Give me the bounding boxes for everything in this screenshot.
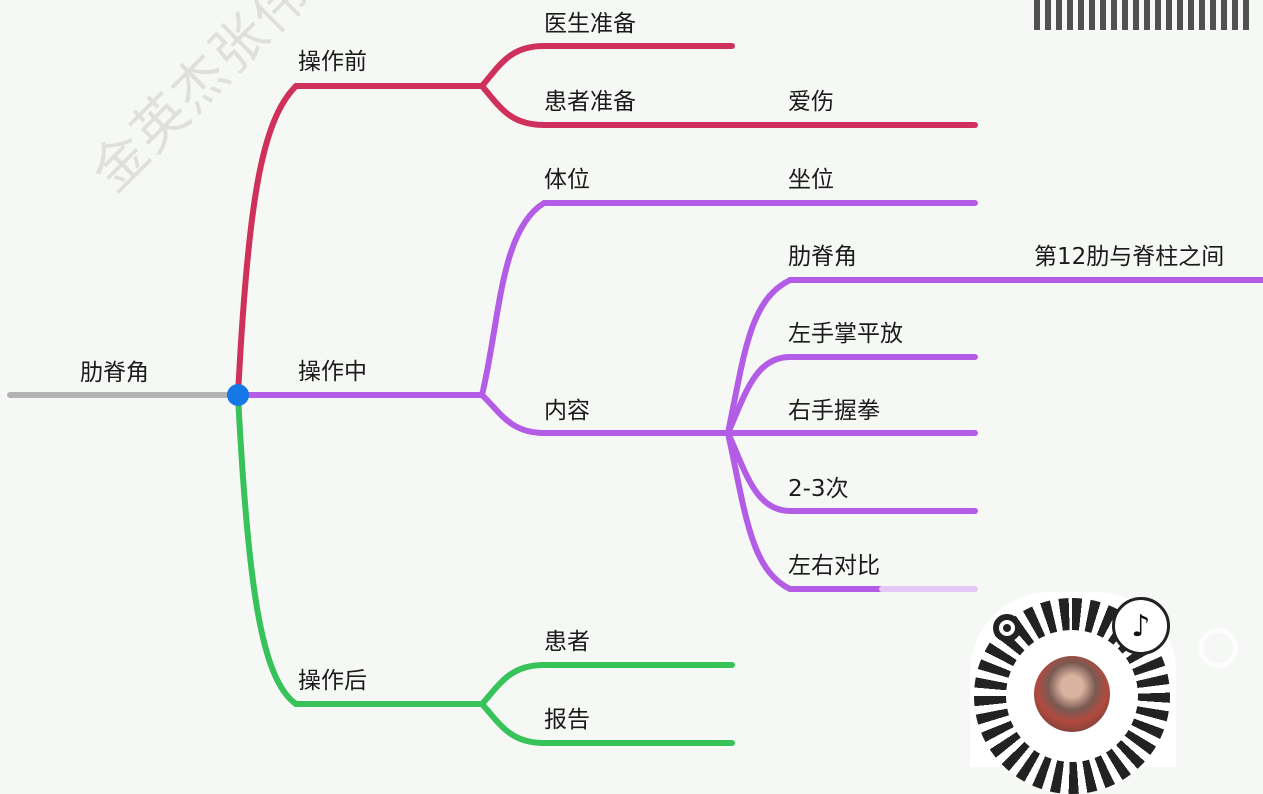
node-care[interactable]: 爱伤 (788, 89, 834, 115)
tiktok-logo-icon: ♪ (1112, 597, 1170, 655)
node-costovertebral-angle[interactable]: 肋脊角 (788, 244, 857, 270)
mind-map-canvas (7, 43, 1263, 746)
root-label[interactable]: 肋脊角 (80, 360, 149, 386)
branch-after (235, 392, 735, 746)
avatar (1034, 656, 1110, 732)
node-sitting[interactable]: 坐位 (788, 167, 834, 193)
node-patient-prep[interactable]: 患者准备 (544, 89, 636, 115)
node-compare[interactable]: 左右对比 (788, 553, 880, 579)
node-patient[interactable]: 患者 (544, 629, 590, 655)
qr-code-icon (1034, 0, 1249, 30)
branch-after-label[interactable]: 操作后 (298, 668, 367, 694)
branch-before (235, 43, 978, 398)
node-doctor-prep[interactable]: 医生准备 (544, 11, 636, 37)
branch-during-label[interactable]: 操作中 (298, 359, 367, 385)
branch-before-label[interactable]: 操作前 (298, 49, 367, 75)
root-junction-dot (227, 384, 249, 406)
branch-during (235, 200, 1263, 592)
node-position[interactable]: 体位 (544, 167, 590, 193)
node-report[interactable]: 报告 (544, 707, 590, 733)
node-left-palm[interactable]: 左手掌平放 (788, 321, 903, 347)
node-right-fist[interactable]: 右手握拳 (788, 398, 880, 424)
node-content[interactable]: 内容 (544, 398, 590, 424)
qr-finder-icon (993, 614, 1021, 642)
node-between-rib-spine[interactable]: 第12肋与脊柱之间 (1034, 244, 1225, 270)
node-times[interactable]: 2-3次 (788, 476, 849, 502)
ring-icon (1198, 628, 1238, 668)
